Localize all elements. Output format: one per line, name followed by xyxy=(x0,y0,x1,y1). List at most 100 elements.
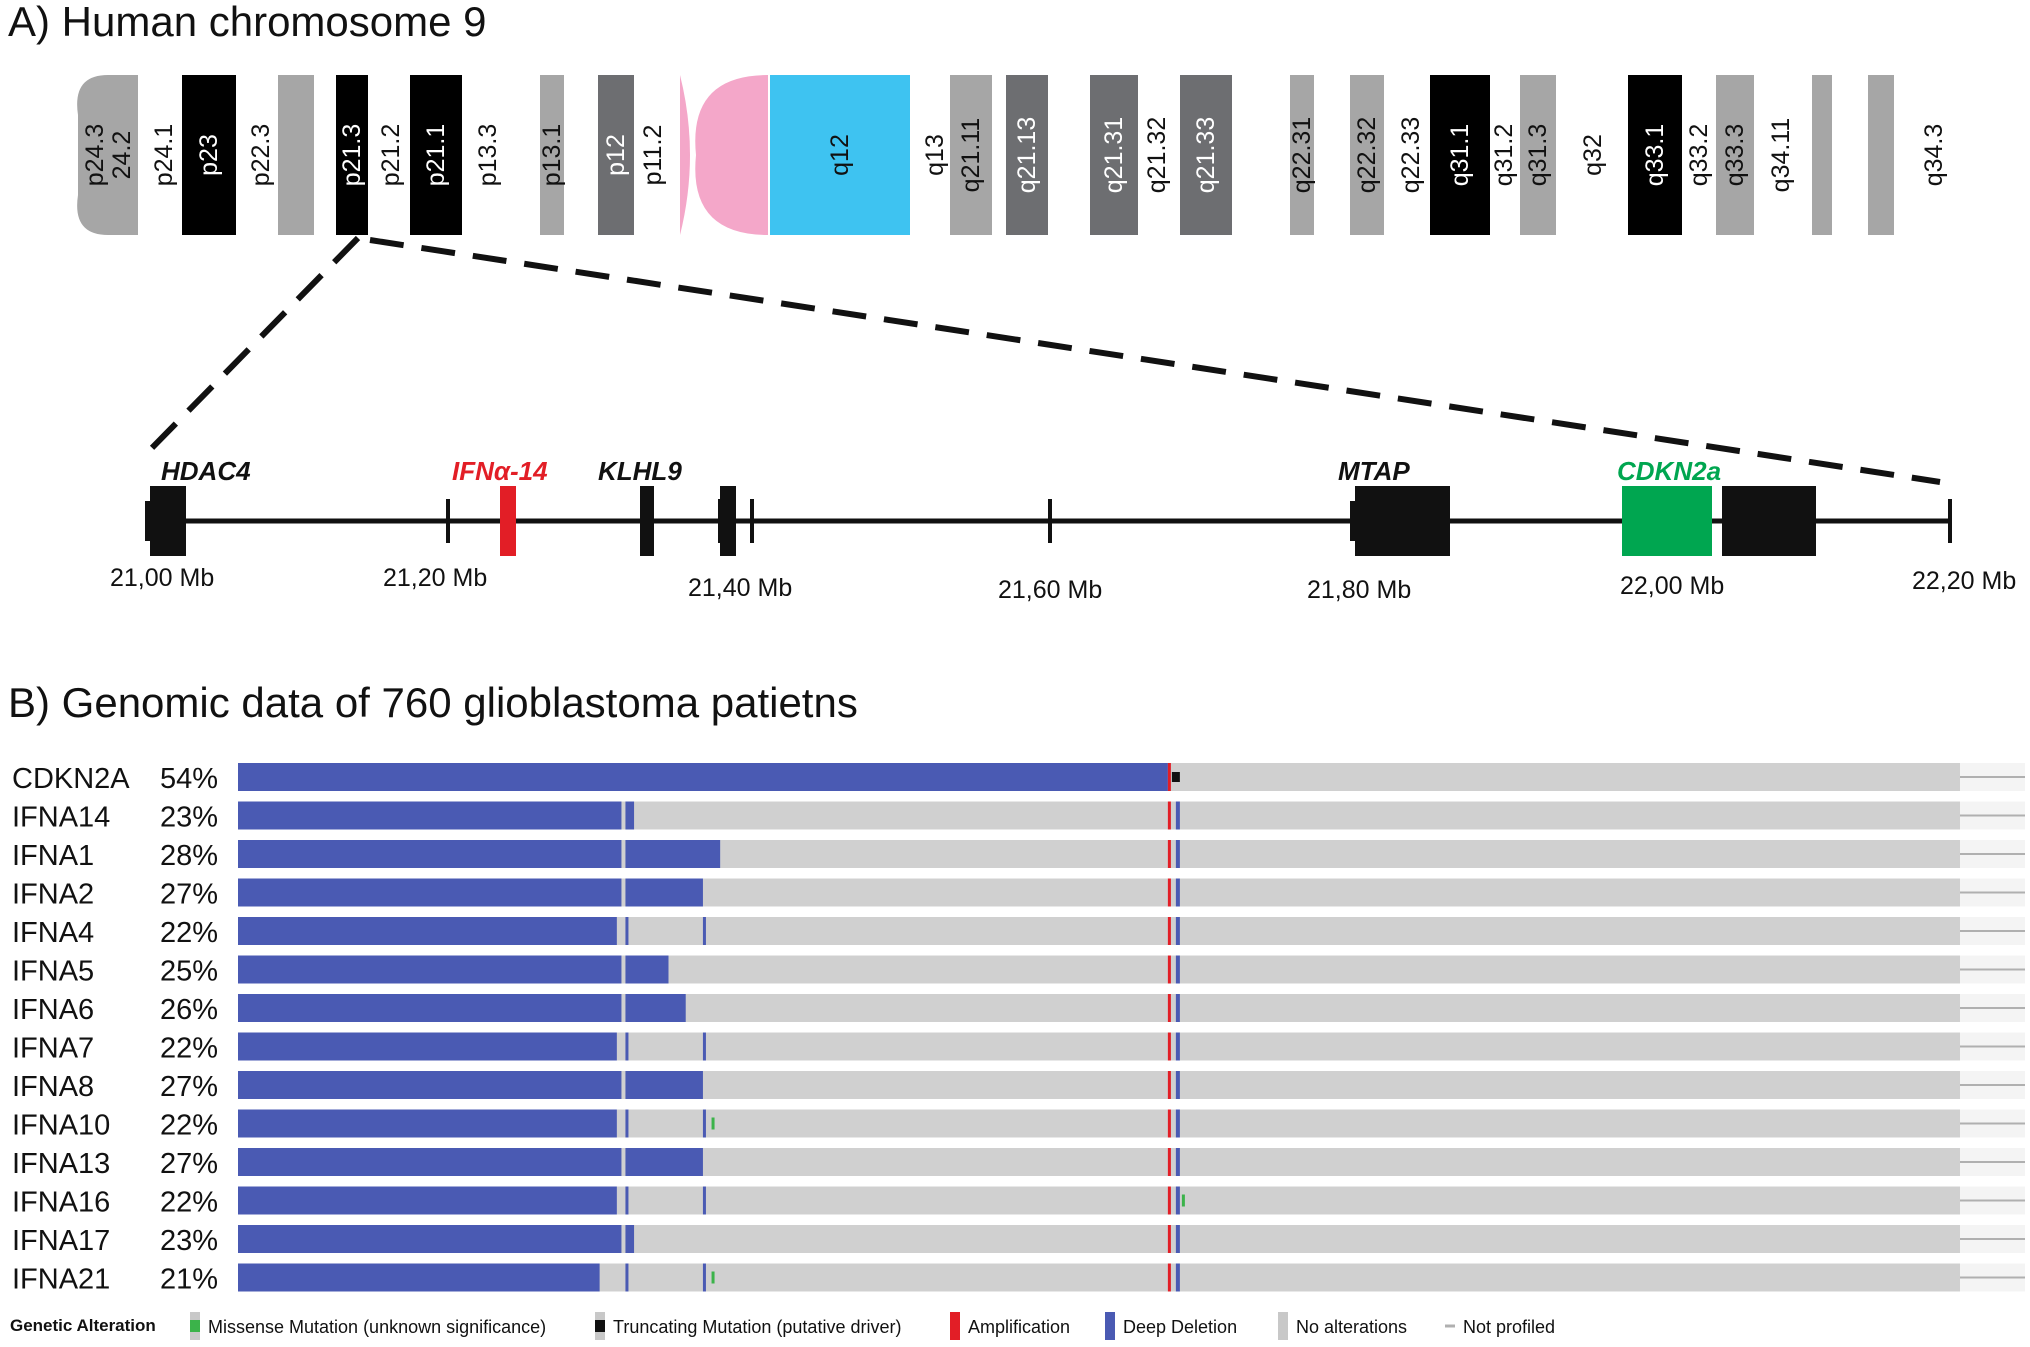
deep-deletion-block xyxy=(238,994,622,1022)
deep-deletion-mark xyxy=(702,1263,706,1292)
deep-deletion-block xyxy=(625,1225,635,1253)
legend-item: Not profiled xyxy=(1445,1317,1555,1337)
band-label: q33.1 xyxy=(1641,124,1669,187)
deep-deletion-block xyxy=(625,878,703,907)
band-label: p13.1 xyxy=(538,124,566,187)
amplification-mark xyxy=(1167,1225,1171,1253)
row-percent-label: 22% xyxy=(160,917,218,949)
band-shape xyxy=(108,75,138,235)
deep-deletion-block xyxy=(625,994,686,1022)
band-label: p11.2 xyxy=(639,125,667,186)
band-label: q22.32 xyxy=(1353,117,1381,193)
deep-deletion-block xyxy=(238,1109,617,1138)
band-shape xyxy=(336,75,368,235)
amplification-mark xyxy=(1167,878,1171,907)
band-q13: q13 xyxy=(921,134,949,176)
band-shape xyxy=(1868,75,1894,235)
band-p24.3: p24.3 xyxy=(77,75,109,235)
band-q34.3: q34.3 xyxy=(1920,124,1948,187)
legend-label: Truncating Mutation (putative driver) xyxy=(613,1317,901,1337)
gene-label: MTAP xyxy=(1338,456,1410,486)
row-percent-label: 28% xyxy=(160,840,218,872)
legend-swatch-mark xyxy=(190,1320,200,1332)
band-shape xyxy=(1090,75,1138,235)
band-label: q21.11 xyxy=(957,118,985,193)
legend-item: No alterations xyxy=(1278,1312,1407,1340)
deep-deletion-mark xyxy=(1175,840,1180,868)
legend-swatch xyxy=(1278,1312,1288,1340)
legend-item: Deep Deletion xyxy=(1105,1312,1237,1340)
legend-swatch-mark xyxy=(595,1320,605,1332)
amplification-mark xyxy=(1167,1032,1171,1061)
band-q31.3: q31.3 xyxy=(1520,75,1556,235)
band-label: p12 xyxy=(602,134,630,176)
amplification-mark xyxy=(1167,1071,1171,1099)
row-percent-label: 27% xyxy=(160,1071,218,1103)
band-label: p21.1 xyxy=(422,124,450,187)
band-label: q31.1 xyxy=(1446,124,1474,187)
scale-label: 21,00 Mb xyxy=(110,564,214,592)
amplification-mark xyxy=(1167,1186,1171,1215)
row-gene-label: IFNA5 xyxy=(12,956,94,988)
gene-label: IFNα-14 xyxy=(452,456,548,486)
row-percent-label: 54% xyxy=(160,763,218,795)
amplification-mark xyxy=(1167,1148,1171,1176)
deep-deletion-mark xyxy=(1175,801,1180,830)
row-percent-label: 25% xyxy=(160,956,218,988)
row-gene-label: IFNA14 xyxy=(12,802,110,834)
legend-label: Missense Mutation (unknown significance) xyxy=(208,1317,546,1337)
gene-label: HDAC4 xyxy=(161,456,251,486)
band-shape xyxy=(1290,75,1314,235)
band-shape xyxy=(950,75,992,235)
truncating-mutation-mark xyxy=(1171,772,1180,782)
row-percent-label: 21% xyxy=(160,1264,218,1296)
row-percent-label: 23% xyxy=(160,1225,218,1257)
scale-label: 22,20 Mb xyxy=(1912,567,2016,595)
deep-deletion-block xyxy=(238,840,622,868)
zoom-line-right xyxy=(369,237,1941,485)
row-gene-label: CDKN2A xyxy=(12,763,130,795)
deep-deletion-mark xyxy=(702,917,706,945)
legend-item: Amplification xyxy=(950,1312,1070,1340)
band-q12: q12 xyxy=(770,75,910,235)
band-shape xyxy=(1006,75,1048,235)
amplification-mark xyxy=(1167,1263,1171,1292)
band-label: p23 xyxy=(195,134,223,176)
band-shape xyxy=(1180,75,1232,235)
gene-block-klhl9 xyxy=(640,486,654,556)
deep-deletion-block xyxy=(238,878,622,907)
deep-deletion-mark xyxy=(702,1186,706,1215)
legend-label: Deep Deletion xyxy=(1123,1317,1237,1337)
band-label: q31.2 xyxy=(1490,124,1518,187)
band-label: 24.2 xyxy=(108,131,136,180)
legend-label: Not profiled xyxy=(1463,1317,1555,1337)
amplification-mark xyxy=(1167,801,1171,830)
legend-swatch xyxy=(950,1312,960,1340)
row-gene-label: IFNA2 xyxy=(12,879,94,911)
band-label: p22.3 xyxy=(247,124,275,187)
legend-label: Amplification xyxy=(968,1317,1070,1337)
deep-deletion-mark xyxy=(1175,1148,1180,1176)
deep-deletion-block xyxy=(238,1071,622,1099)
band-24.2: 24.2 xyxy=(108,75,138,235)
band-unlabeled-13 xyxy=(680,75,768,235)
deep-deletion-mark xyxy=(1175,917,1180,945)
band-shape xyxy=(1520,75,1556,235)
missense-mutation-mark xyxy=(711,1117,715,1130)
panel-b-title: B) Genomic data of 760 glioblastoma pati… xyxy=(8,679,858,726)
band-unlabeled-32 xyxy=(1812,75,1832,235)
row-percent-label: 27% xyxy=(160,879,218,911)
row-percent-label: 27% xyxy=(160,1148,218,1180)
band-p13.1: p13.1 xyxy=(538,75,566,235)
centromere-right xyxy=(695,75,768,235)
oncoprint-row-cdkn2a: CDKN2A 54% xyxy=(12,763,2025,795)
band-label: p13.3 xyxy=(474,124,502,187)
deep-deletion-mark xyxy=(1175,1032,1180,1061)
deep-deletion-block xyxy=(238,1148,622,1176)
